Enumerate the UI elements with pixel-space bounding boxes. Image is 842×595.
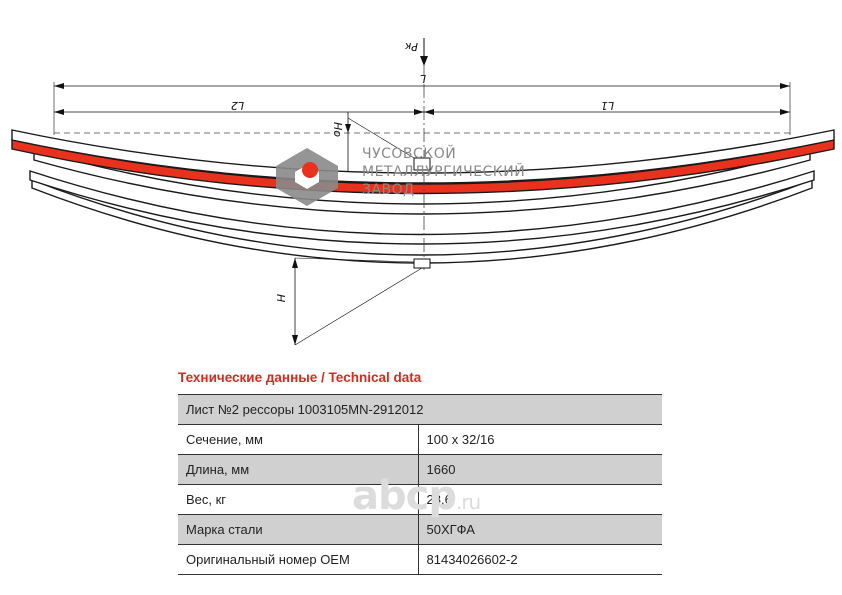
row-label: Вес, кг bbox=[178, 484, 419, 515]
row-value: 1660 bbox=[418, 454, 662, 485]
watermark: abcp.ru bbox=[352, 473, 481, 519]
dim-l2-arrow-right bbox=[414, 109, 424, 115]
technical-data-table: Лист №2 рессоры 1003105MN-2912012 Сечени… bbox=[178, 394, 662, 575]
row-label: Марка стали bbox=[178, 514, 419, 545]
pk-label: Pк bbox=[404, 40, 418, 53]
table-row: Оригинальный номер OEM 81434026602-2 bbox=[178, 544, 662, 575]
row-value: 81434026602-2 bbox=[418, 544, 662, 575]
dim-l1-arrow-right bbox=[780, 109, 790, 115]
dim-ho-arrow bbox=[345, 124, 351, 133]
leaf-3 bbox=[33, 149, 811, 215]
table-row: Длина, мм 1660 bbox=[178, 454, 662, 485]
ho-label: Ho bbox=[331, 122, 344, 137]
dim-h-ext-top bbox=[294, 257, 415, 263]
table-header-cell: Лист №2 рессоры 1003105MN-2912012 bbox=[178, 394, 662, 425]
l1-label: L1 bbox=[601, 99, 614, 112]
leaf-4 bbox=[29, 170, 815, 245]
logo-line-3: ЗАВОД bbox=[362, 182, 415, 198]
h-label: H bbox=[274, 294, 287, 302]
dim-h-arrow-top bbox=[292, 258, 298, 268]
force-arrow-head bbox=[420, 56, 428, 66]
watermark-suffix: .ru bbox=[455, 490, 481, 514]
leaf-spring-drawing: Pк L L2 L1 Ho H ЧУСОВСКОЙ МЕТАЛЛУРГИЧЕСК… bbox=[11, 38, 835, 346]
leaf-5 bbox=[31, 178, 813, 264]
logo-line-2: МЕТАЛЛУРГИЧЕСКИЙ bbox=[362, 162, 525, 180]
l-label: L bbox=[420, 72, 426, 85]
row-label: Длина, мм bbox=[178, 454, 419, 485]
dim-l-arrow-right bbox=[780, 83, 790, 89]
table-row: Марка стали 50ХГФА bbox=[178, 514, 662, 545]
logo-red-dot bbox=[302, 162, 318, 178]
row-label: Сечение, мм bbox=[178, 424, 419, 455]
dim-h-arrow-bottom bbox=[292, 335, 298, 345]
row-value: 50ХГФА bbox=[418, 514, 662, 545]
table-row: Сечение, мм 100 х 32/16 bbox=[178, 424, 662, 455]
dim-l-arrow-left bbox=[54, 83, 64, 89]
row-value: 100 х 32/16 bbox=[418, 424, 662, 455]
center-bolt-bottom bbox=[413, 258, 431, 269]
watermark-brand: abcp bbox=[352, 473, 457, 519]
l2-label: L2 bbox=[231, 99, 244, 112]
row-label: Оригинальный номер OEM bbox=[178, 544, 419, 575]
dim-l2-arrow-left bbox=[54, 109, 64, 115]
dim-h-leader bbox=[294, 267, 423, 346]
dim-l1-arrow-left bbox=[424, 109, 434, 115]
technical-data-title: Технические данные / Technical data bbox=[178, 370, 422, 385]
logo-line-1: ЧУСОВСКОЙ bbox=[362, 144, 456, 162]
dim-ho-leader bbox=[347, 117, 425, 165]
plant-logo: ЧУСОВСКОЙ МЕТАЛЛУРГИЧЕСКИЙ ЗАВОД bbox=[276, 144, 525, 206]
table-header-row: Лист №2 рессоры 1003105MN-2912012 bbox=[178, 394, 662, 425]
row-value: 28,6 bbox=[418, 484, 662, 515]
center-bolt-top bbox=[413, 157, 431, 171]
table-row: Вес, кг 28,6 bbox=[178, 484, 662, 515]
